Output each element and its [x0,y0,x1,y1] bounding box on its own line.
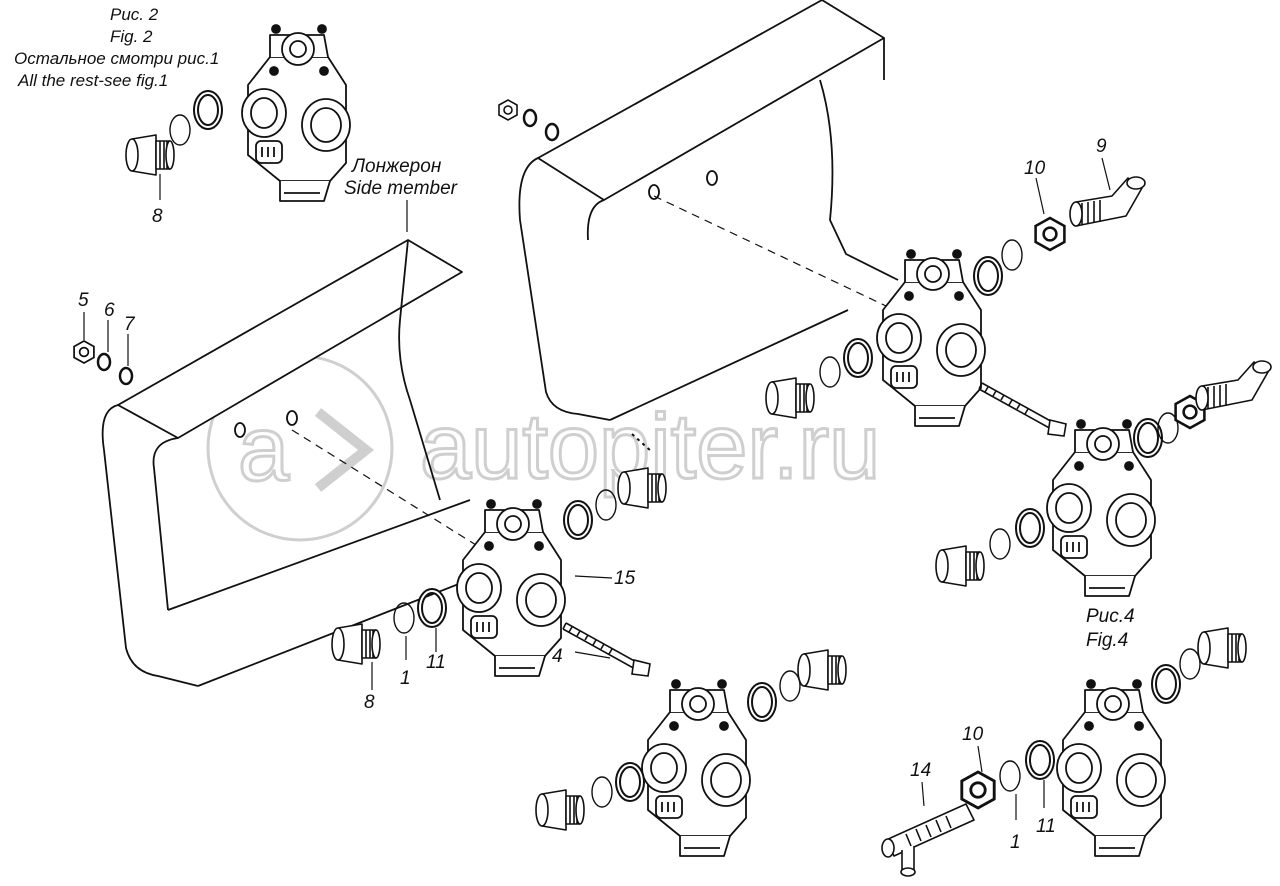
callout-11-bottom: 11 [1036,816,1056,837]
callout-1-bottom: 1 [1010,832,1021,853]
callout-8-center: 8 [364,692,375,713]
valve-assembly-lower-center [535,649,847,857]
side-member-caption-en: Side member [344,178,458,199]
callout-1-center: 1 [400,668,411,689]
fig2-caption-ru: Рис. 2 [110,5,159,24]
callout-8-top: 8 [152,206,163,227]
callout-14: 14 [910,760,931,781]
fig2-caption-en: Fig. 2 [110,27,153,46]
callout-5: 5 [78,290,89,311]
callout-10-top: 10 [1024,158,1046,179]
fig4-caption-en: Fig.4 [1086,630,1128,651]
small-parts-5-6-7 [73,99,560,386]
valve-assembly-fig4-lower [881,627,1247,877]
svg-text:a: a [238,398,290,500]
callout-11-center: 11 [426,652,446,673]
callout-15: 15 [614,568,636,589]
callout-9: 9 [1096,136,1107,157]
callout-4: 4 [552,646,563,667]
callout-7: 7 [124,314,136,335]
side-member-caption-ru: Лонжерон [350,156,442,177]
valve-assembly-fig4-upper [935,360,1272,597]
fig2-assembly [125,24,351,202]
callout-10-bottom: 10 [962,724,984,745]
valve-assembly-center [331,467,667,690]
valve-assembly-upper-right [765,157,1146,437]
watermark: a autopiter.ru [206,354,882,542]
rest-caption-en: All the rest-see fig.1 [17,71,168,90]
rest-caption-ru: Остальное смотри рис.1 [14,49,219,68]
callout-6: 6 [104,300,115,321]
fig4-caption-ru: Рис.4 [1086,606,1135,627]
side-member-left [101,239,521,687]
side-member-right [518,0,899,421]
